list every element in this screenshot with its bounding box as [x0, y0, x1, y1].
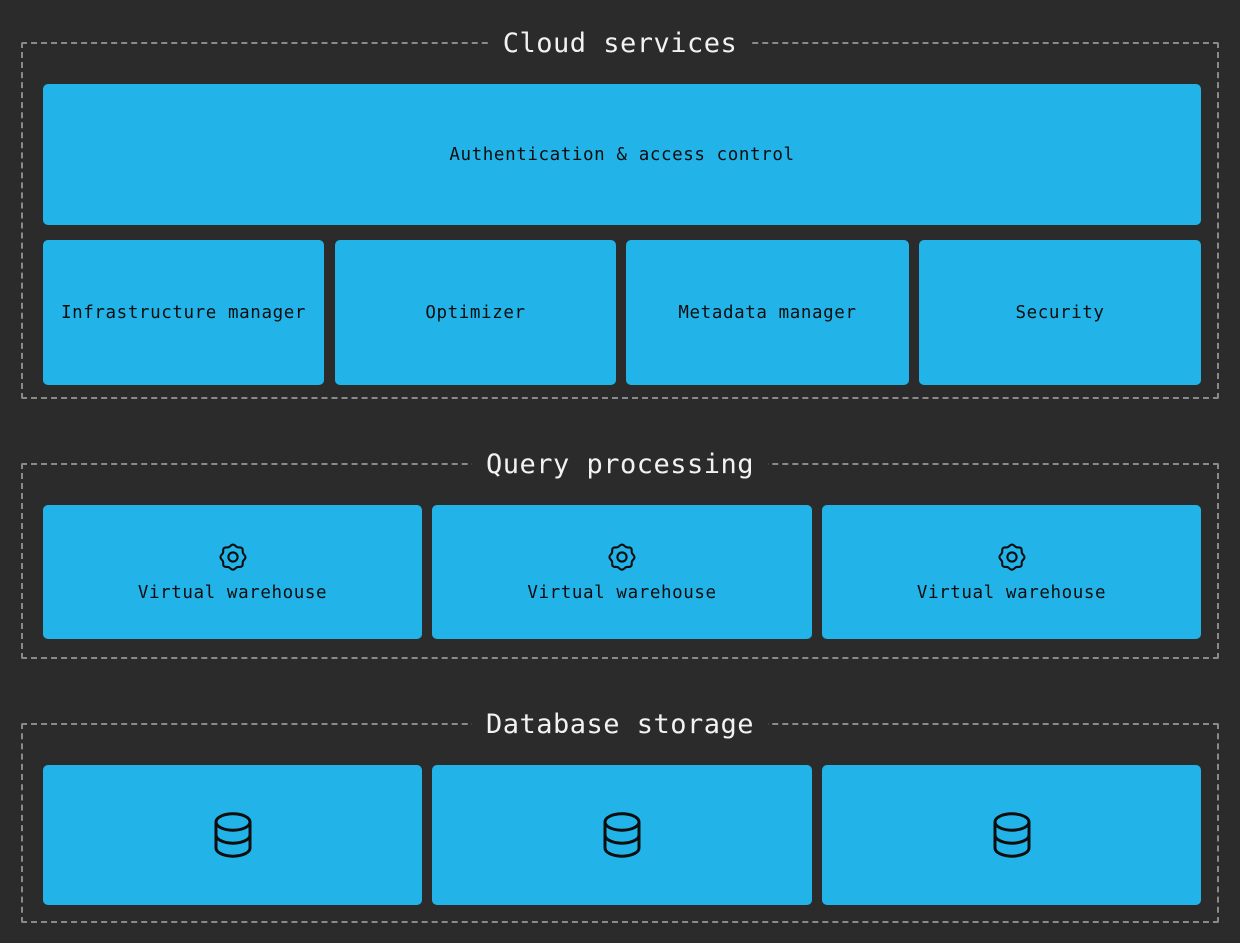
node-security[interactable]: Security — [919, 240, 1201, 385]
node-metadata-manager[interactable]: Metadata manager — [626, 240, 909, 385]
node-database-storage[interactable] — [432, 765, 812, 905]
node-label: Optimizer — [425, 302, 526, 323]
node-virtual-warehouse[interactable]: Virtual warehouse — [822, 505, 1201, 639]
node-label: Virtual warehouse — [137, 582, 328, 603]
node-virtual-warehouse[interactable]: Virtual warehouse — [432, 505, 812, 639]
cluster-title-query-processing: Query processing — [471, 450, 769, 480]
cluster-title-cloud-services: Cloud services — [488, 29, 752, 59]
database-icon — [988, 809, 1036, 861]
node-database-storage[interactable] — [822, 765, 1201, 905]
cluster-title-database-storage: Database storage — [471, 710, 769, 740]
node-infrastructure-manager[interactable]: Infrastructure manager — [43, 240, 324, 385]
node-authentication-access-control[interactable]: Authentication & access control — [43, 84, 1201, 225]
node-virtual-warehouse[interactable]: Virtual warehouse — [43, 505, 422, 639]
node-label: Security — [1015, 302, 1105, 323]
node-label: Authentication & access control — [449, 144, 795, 165]
database-icon — [598, 809, 646, 861]
cluster-query-processing: Query processing Virtual warehouse Virtu… — [21, 450, 1219, 659]
gear-icon — [996, 541, 1028, 573]
node-label: Metadata manager — [678, 302, 857, 323]
gear-icon — [606, 541, 638, 573]
node-database-storage[interactable] — [43, 765, 422, 905]
cluster-database-storage: Database storage — [21, 710, 1219, 923]
cluster-cloud-services: Cloud services Authentication & access c… — [21, 29, 1219, 399]
node-label: Infrastructure manager — [61, 302, 306, 323]
node-label: Virtual warehouse — [916, 582, 1107, 603]
node-optimizer[interactable]: Optimizer — [335, 240, 616, 385]
gear-icon — [217, 541, 249, 573]
node-label: Virtual warehouse — [527, 582, 717, 603]
database-icon — [209, 809, 257, 861]
